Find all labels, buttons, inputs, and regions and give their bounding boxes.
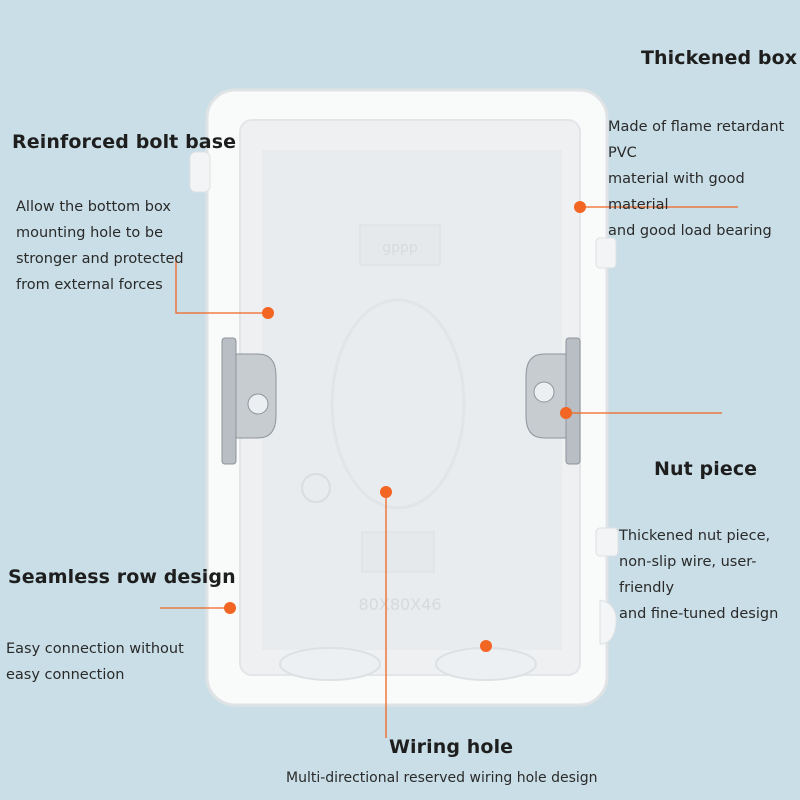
left-nut-bracket bbox=[221, 337, 237, 465]
right-nut-screw bbox=[533, 381, 555, 403]
right-mount-tab-lower bbox=[595, 527, 619, 557]
reinforced-bolt-base-description: Allow the bottom box mounting hole to be… bbox=[16, 199, 184, 293]
leader-reinforced-bolt-base bbox=[175, 256, 268, 314]
marker-thickened-box bbox=[574, 201, 586, 213]
thickened-box-description: Made of flame retardant PVC material wit… bbox=[608, 119, 785, 239]
seamless-row-design-description: Easy connection without easy connection bbox=[6, 641, 184, 683]
reinforced-bolt-base-title: Reinforced bolt base bbox=[12, 131, 237, 153]
bottom-wiring-hole-left bbox=[279, 647, 381, 681]
nut-piece-title: Nut piece bbox=[654, 458, 758, 480]
brand-mark-text: gppp bbox=[382, 240, 418, 256]
left-nut-screw bbox=[247, 393, 269, 415]
thickened-box-title: Thickened box bbox=[641, 47, 798, 69]
marker-reinforced-bolt-base bbox=[262, 307, 274, 319]
right-nut-bracket bbox=[565, 337, 581, 465]
wiring-hole-description: Multi-directional reserved wiring hole d… bbox=[286, 770, 598, 786]
left-mount-tab bbox=[189, 151, 211, 193]
nut-piece-description: Thickened nut piece, non-slip wire, user… bbox=[619, 528, 779, 622]
size-plate bbox=[361, 531, 435, 573]
marker-nut-piece bbox=[560, 407, 572, 419]
right-row-connector bbox=[599, 599, 617, 645]
marker-wiring-hole bbox=[380, 486, 392, 498]
right-mount-tab bbox=[595, 237, 617, 269]
marker-seamless-row bbox=[224, 602, 236, 614]
center-knockout bbox=[330, 298, 466, 510]
brand-plate bbox=[359, 224, 441, 266]
marker-bottom-hole bbox=[480, 640, 492, 652]
size-label: 80X80X46 bbox=[359, 595, 442, 614]
wiring-hole-title: Wiring hole bbox=[389, 736, 514, 758]
recycle-mark bbox=[301, 473, 331, 503]
bottom-wiring-hole-right bbox=[435, 647, 537, 681]
seamless-row-design-title: Seamless row design bbox=[8, 566, 236, 588]
